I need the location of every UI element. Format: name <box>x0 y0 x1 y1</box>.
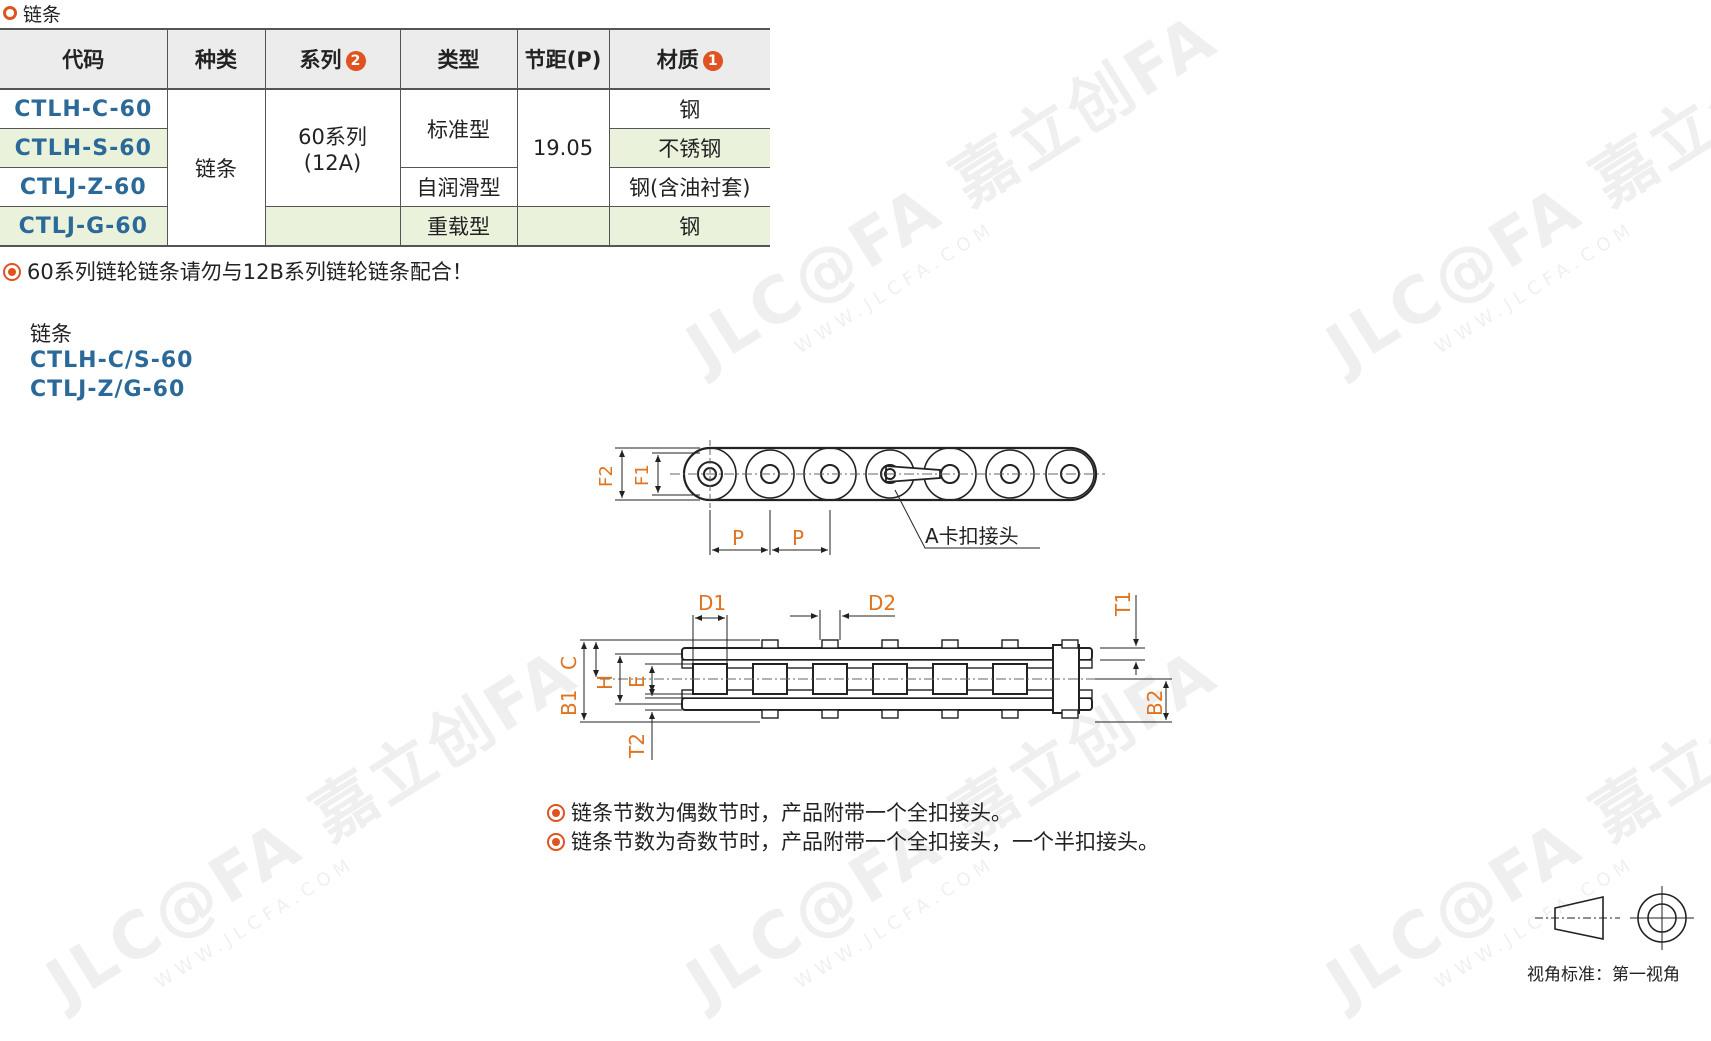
model-code-2: CTLJ-Z/G-60 <box>30 377 186 402</box>
label-b2: B2 <box>1143 690 1167 716</box>
label-d2: D2 <box>868 591 896 615</box>
table-row: CTLH-S-60 不锈钢 <box>0 128 770 168</box>
cell-pitch-empty <box>516 206 609 247</box>
cell-pitch: 19.05 <box>516 89 609 207</box>
header-pitch: 节距(P) <box>516 28 609 90</box>
ring-icon <box>3 6 17 20</box>
side-view-dimensions <box>580 595 1172 760</box>
projection-symbol-icon <box>1535 886 1694 950</box>
label-b1: B1 <box>557 690 581 716</box>
cell-kind: 链条 <box>166 89 265 247</box>
top-view-dimensions <box>615 447 1040 555</box>
table-row: CTLH-C-60 链条 60系列(12A) 标准型 19.05 钢 <box>0 89 770 247</box>
label-c: C <box>557 656 581 670</box>
chain-top-view <box>670 440 1105 508</box>
label-p: P <box>792 526 804 550</box>
table-note: 60系列链轮链条请勿与12B系列链轮链条配合！ <box>3 256 473 286</box>
cell-type-standard: 标准型 <box>399 89 517 168</box>
label-e: E <box>625 675 649 688</box>
row-code: CTLJ-Z-60 <box>0 167 167 207</box>
section-title: 链条 <box>23 3 62 26</box>
row-material: 钢 <box>608 206 770 247</box>
bullet-icon <box>3 263 21 281</box>
header-code: 代码 <box>0 28 167 90</box>
label-h: H <box>593 675 617 690</box>
note-odd: 链条节数为奇数节时，产品附带一个全扣接头，一个半扣接头。 <box>547 826 1159 856</box>
row-material: 钢 <box>608 89 770 129</box>
chain-side-view <box>600 639 1160 719</box>
row-code: CTLH-C-60 <box>0 89 167 129</box>
badge-2: 2 <box>345 51 366 71</box>
note-even: 链条节数为偶数节时，产品附带一个全扣接头。 <box>547 797 1012 827</box>
label-d1: D1 <box>698 591 726 615</box>
table-row: CTLJ-Z-60 自润滑型 钢(含油衬套) <box>0 167 770 207</box>
header-kind: 种类 <box>166 28 265 90</box>
label-p: P <box>732 526 744 550</box>
table-row: CTLJ-G-60 重载型 钢 <box>0 206 770 247</box>
label-t2: T2 <box>625 733 649 759</box>
view-standard: 视角标准：第一视角 <box>1527 965 1680 985</box>
chain-drawing: F2 F1 P P A卡扣接头 <box>557 440 1694 950</box>
model-title: 链条 <box>30 322 72 346</box>
label-t1: T1 <box>1111 591 1135 617</box>
cell-type-self-lub: 自润滑型 <box>399 167 517 207</box>
bullet-icon <box>547 804 565 822</box>
label-connector: A卡扣接头 <box>925 524 1019 548</box>
row-code: CTLH-S-60 <box>0 128 167 168</box>
section-heading: 链条 <box>0 0 61 26</box>
row-material: 不锈钢 <box>608 128 770 168</box>
cell-series: 60系列(12A) <box>264 89 400 207</box>
row-code: CTLJ-G-60 <box>0 206 167 247</box>
cell-type-heavy: 重载型 <box>399 206 517 247</box>
label-f2: F2 <box>596 465 617 487</box>
header-type: 类型 <box>399 28 517 90</box>
model-code-1: CTLH-C/S-60 <box>30 348 194 373</box>
bullet-icon <box>547 833 565 851</box>
row-material: 钢(含油衬套) <box>608 167 770 207</box>
label-f1: F1 <box>632 464 653 486</box>
cell-series-empty <box>264 206 400 247</box>
badge-1: 1 <box>702 51 723 71</box>
